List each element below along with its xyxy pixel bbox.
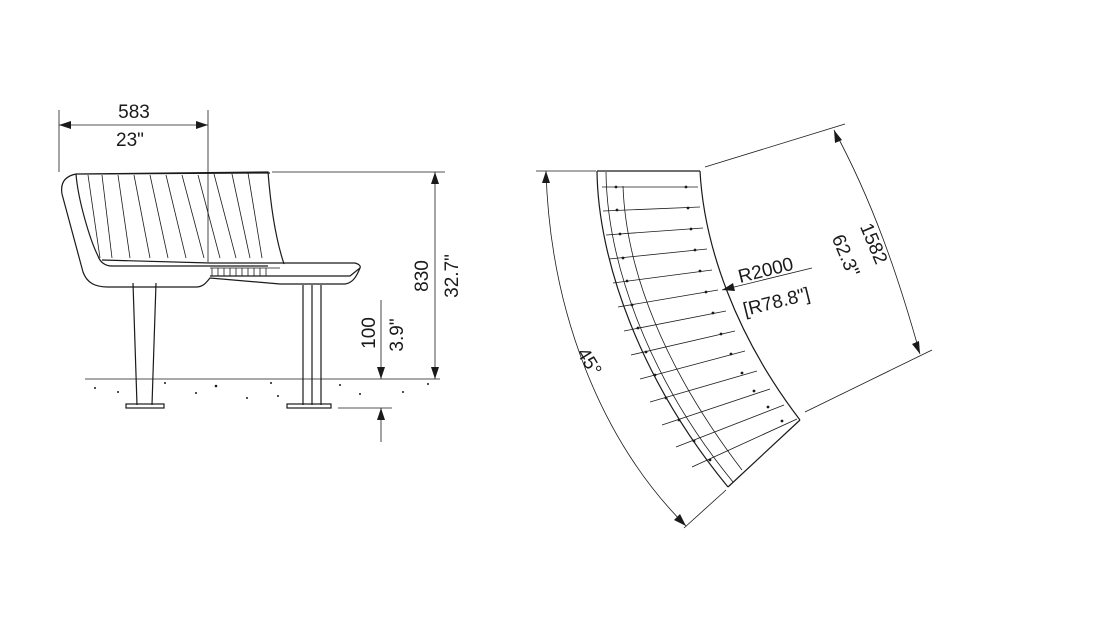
depth-mm-label: 583 (118, 102, 150, 123)
slat-fixings (614, 185, 784, 462)
front-leg-base (125, 403, 165, 409)
rear-leg (302, 285, 322, 405)
radius-in-label: [R78.8"] (741, 284, 812, 321)
backrest (75, 171, 285, 267)
height-dimension: 830 32.7" (272, 171, 463, 379)
top-view-slats (602, 186, 798, 468)
foundation-mm-label: 100 (359, 317, 380, 349)
radius-mm-label: R2000 (736, 254, 795, 288)
seat-slats (210, 267, 280, 276)
bench-outer-edge (596, 170, 729, 488)
height-in-label: 32.7" (442, 254, 463, 298)
top-view: R2000 [R78.8"] 1582 62.3" 45° (536, 123, 933, 529)
bench-shell (61, 173, 361, 288)
backrest-band (605, 171, 734, 483)
angle-label: 45° (572, 344, 605, 379)
front-leg (132, 282, 157, 406)
length-mm-label: 1582 (855, 220, 891, 267)
rear-leg-base (286, 403, 332, 409)
length-in-label: 62.3" (827, 232, 863, 280)
height-mm-label: 830 (412, 260, 433, 292)
backrest-slats (87, 172, 263, 259)
side-view: 583 23" 830 32.7" 100 3.9" (58, 102, 463, 442)
bench-end-bottom (727, 419, 801, 488)
depth-dimension: 583 23" (58, 102, 209, 262)
seat-back-line (622, 185, 743, 471)
bench-inner-edge (699, 170, 801, 421)
seat (101, 259, 361, 277)
ground-speckles (94, 382, 429, 399)
foundation-dimension: 100 3.9" (338, 300, 408, 442)
angle-dimension: 45° (536, 170, 727, 529)
depth-in-label: 23" (116, 130, 144, 151)
foundation-in-label: 3.9" (387, 318, 408, 351)
